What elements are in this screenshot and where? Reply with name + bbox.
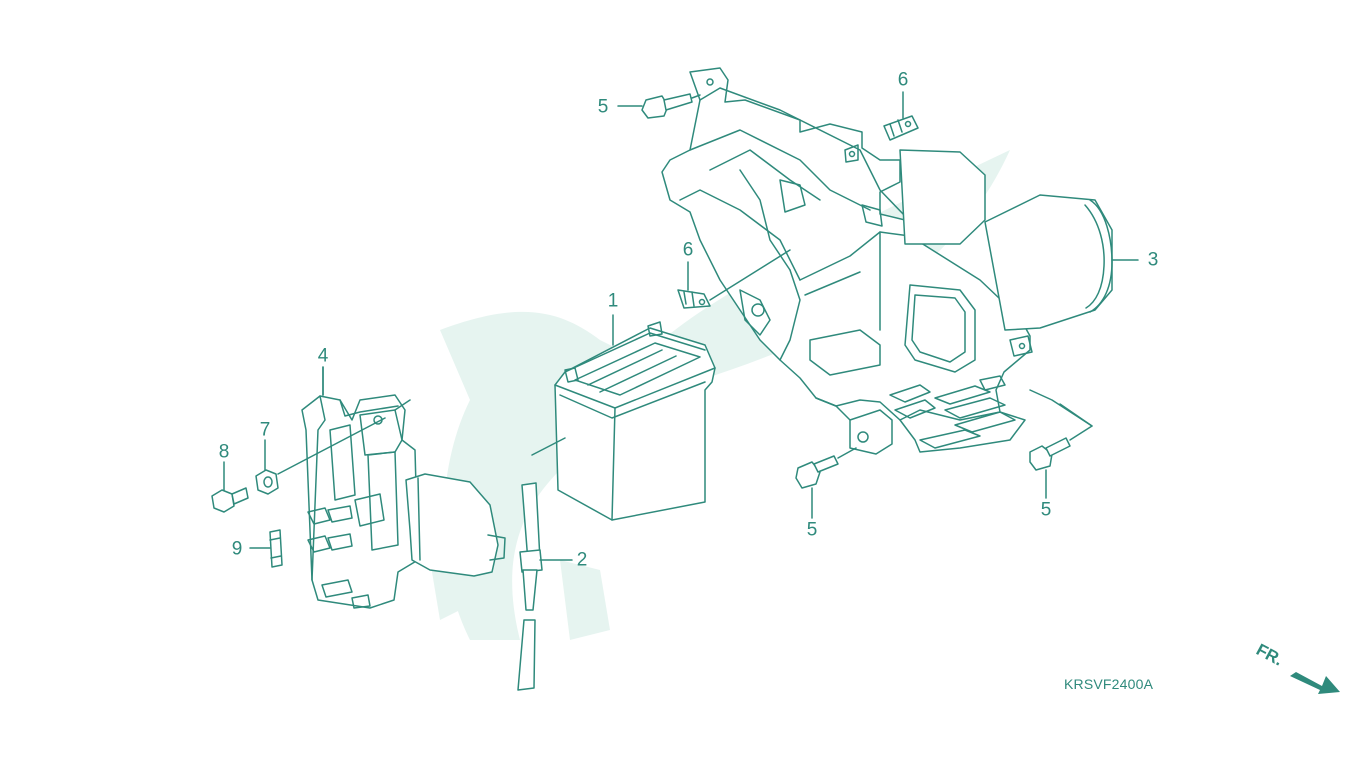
collar-washer <box>255 417 386 495</box>
bolt-right <box>1029 389 1093 499</box>
callout-3: 3 <box>1147 249 1159 271</box>
callout-8: 8 <box>218 441 230 463</box>
bolt-mid <box>795 447 857 519</box>
bolt-small <box>211 461 249 513</box>
clip-mid <box>677 249 791 309</box>
callout-9: 9 <box>231 538 243 560</box>
fuse-box <box>301 366 506 609</box>
callout-7: 7 <box>259 419 271 441</box>
bolt-top <box>617 93 701 119</box>
diagram-code: KRSVF2400A <box>1064 676 1154 692</box>
battery-box-frame <box>661 67 1033 455</box>
battery <box>554 314 716 521</box>
breather-tube <box>517 437 573 691</box>
callout-6-mid: 6 <box>682 239 694 261</box>
callout-4: 4 <box>317 345 329 367</box>
callout-2: 2 <box>576 549 588 571</box>
clip-top <box>883 91 919 141</box>
callout-5-mid: 5 <box>806 519 818 541</box>
callout-5-right: 5 <box>1040 499 1052 521</box>
battery-cover-cylinder <box>899 149 1139 331</box>
callout-6-top: 6 <box>897 69 909 91</box>
fuse <box>249 529 283 568</box>
front-arrow-icon <box>1290 672 1340 694</box>
callout-5-top: 5 <box>597 96 609 118</box>
callout-1: 1 <box>607 290 619 312</box>
